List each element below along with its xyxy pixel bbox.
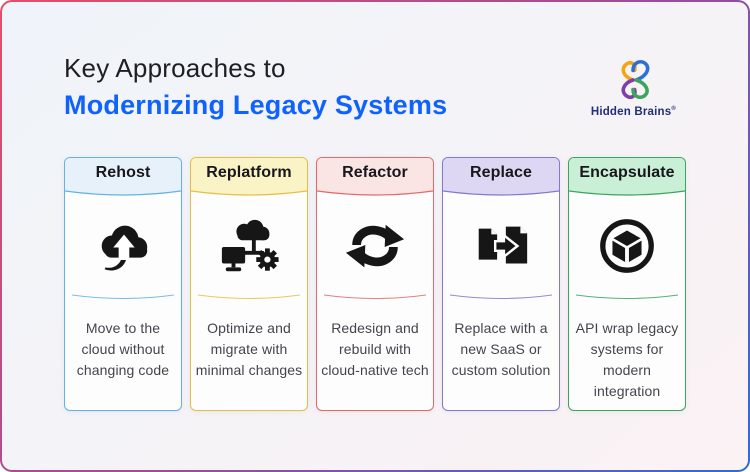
file-transfer-icon	[443, 199, 559, 293]
icon-curve-divider	[197, 294, 301, 299]
header-curve-divider	[443, 188, 559, 196]
icon-curve-divider	[449, 294, 553, 299]
icon-curve-divider	[575, 294, 679, 299]
header-curve-divider	[65, 188, 181, 196]
approach-card: Encapsulate API wrap legacy systems for …	[568, 156, 686, 411]
card-description: Optimize and migrate with minimal change…	[195, 319, 303, 378]
cloud-upload-icon	[65, 199, 181, 293]
logo-wordmark: Hidden Brains®	[590, 106, 676, 118]
card-description: Move to the cloud without changing code	[76, 319, 170, 378]
approach-card: Replatform Optimize and migrate with min…	[190, 156, 308, 411]
sync-arrows-icon	[317, 199, 433, 293]
hidden-brains-logo: Hidden Brains®	[591, 56, 676, 118]
cloud-devices-icon	[191, 199, 307, 293]
approach-card: Refactor Redesign and rebuild with cloud…	[316, 156, 434, 411]
cards-row: Rehost Move to the cloud without changin…	[2, 156, 748, 411]
header-curve-divider	[191, 188, 307, 196]
registered-mark: ®	[671, 106, 676, 113]
approach-card: Replace Replace with a new SaaS or custo…	[442, 156, 560, 411]
icon-curve-divider	[71, 294, 175, 299]
title-line-2: Modernizing Legacy Systems	[64, 89, 448, 120]
card-label: Encapsulate	[569, 157, 685, 189]
card-label: Rehost	[65, 157, 181, 189]
hidden-brains-logo-icon	[621, 60, 650, 100]
page-title: Key Approaches to Modernizing Legacy Sys…	[64, 52, 447, 123]
card-description: API wrap legacy systems for modern integ…	[575, 319, 679, 399]
approach-card: Rehost Move to the cloud without changin…	[64, 156, 182, 411]
cube-package-icon	[569, 199, 685, 293]
header-bar: Key Approaches to Modernizing Legacy Sys…	[2, 2, 748, 123]
card-description: Redesign and rebuild with cloud-native t…	[321, 319, 429, 378]
title-line-1: Key Approaches to	[64, 53, 286, 83]
card-description: Replace with a new SaaS or custom soluti…	[451, 319, 551, 378]
card-label: Replace	[443, 157, 559, 189]
icon-curve-divider	[323, 294, 427, 299]
header-curve-divider	[569, 188, 685, 196]
card-label: Replatform	[191, 157, 307, 189]
card-label: Refactor	[317, 157, 433, 189]
header-curve-divider	[317, 188, 433, 196]
